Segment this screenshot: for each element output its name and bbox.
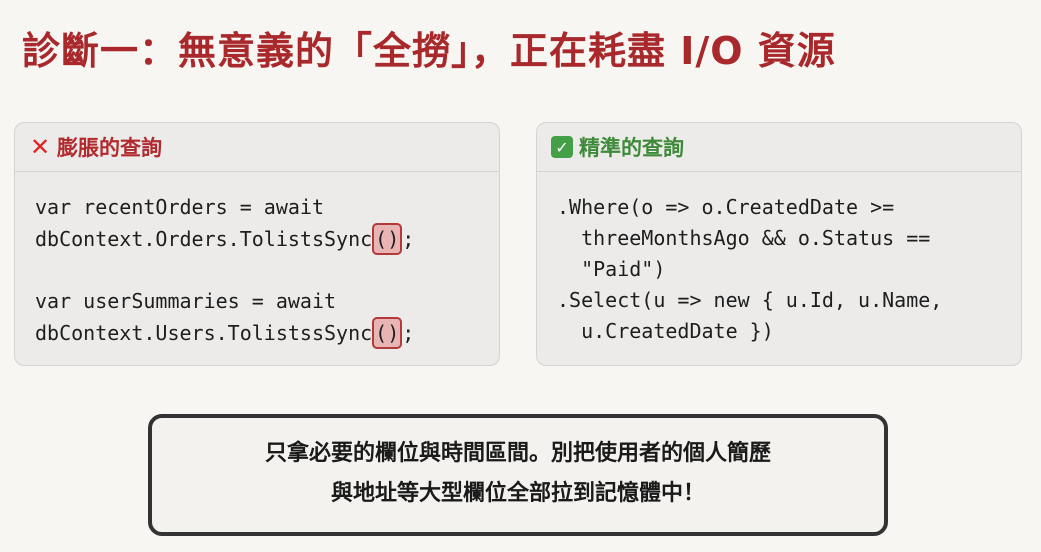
check-mark-icon: ✓ (551, 136, 573, 158)
code-line: threeMonthsAgo && o.Status == (557, 226, 931, 250)
code-line: u.CreatedDate }) (557, 319, 774, 343)
code-text: dbContext.Users.TolistssSync (35, 321, 373, 345)
slide-title: 診斷一：無意義的「全撈」，正在耗盡 I/O 資源 (22, 29, 836, 73)
bloated-query-card: ✕ 膨脹的查詢 var recentOrders = await dbContex… (14, 122, 500, 366)
precise-query-header: ✓ 精準的查詢 (537, 123, 1021, 172)
code-line: dbContext.Orders.TolistsSync(); (35, 223, 499, 255)
bloated-query-code: var recentOrders = await dbContext.Orders… (15, 172, 499, 349)
bloated-query-header: ✕ 膨脹的查詢 (15, 123, 499, 172)
highlighted-parens: () (372, 223, 403, 255)
code-line: .Where(o => o.CreatedDate >= (557, 195, 895, 219)
code-text: ; (402, 227, 415, 251)
cross-mark-icon: ✕ (29, 133, 51, 161)
code-line: var userSummaries = await (35, 289, 337, 313)
code-text: ; (402, 321, 415, 345)
code-text: dbContext.Orders.TolistsSync (35, 227, 373, 251)
precise-query-code: .Where(o => o.CreatedDate >= threeMonths… (537, 172, 1021, 347)
bloated-query-heading: 膨脹的查詢 (57, 136, 162, 160)
code-line: .Select(u => new { u.Id, u.Name, (557, 288, 943, 312)
code-line: dbContext.Users.TolistssSync(); (35, 317, 499, 349)
precise-query-heading: 精準的查詢 (579, 136, 684, 160)
highlighted-parens: () (372, 317, 403, 349)
callout-line: 只拿必要的欄位與時間區間。別把使用者的個人簡歷 (264, 441, 771, 466)
precise-query-card: ✓ 精準的查詢 .Where(o => o.CreatedDate >= thr… (536, 122, 1022, 366)
code-line: "Paid") (557, 257, 666, 281)
code-line: var recentOrders = await (35, 195, 324, 219)
callout-line: 與地址等大型欄位全部拉到記憶體中！ (330, 481, 705, 506)
takeaway-callout: 只拿必要的欄位與時間區間。別把使用者的個人簡歷 與地址等大型欄位全部拉到記憶體中… (148, 414, 888, 536)
